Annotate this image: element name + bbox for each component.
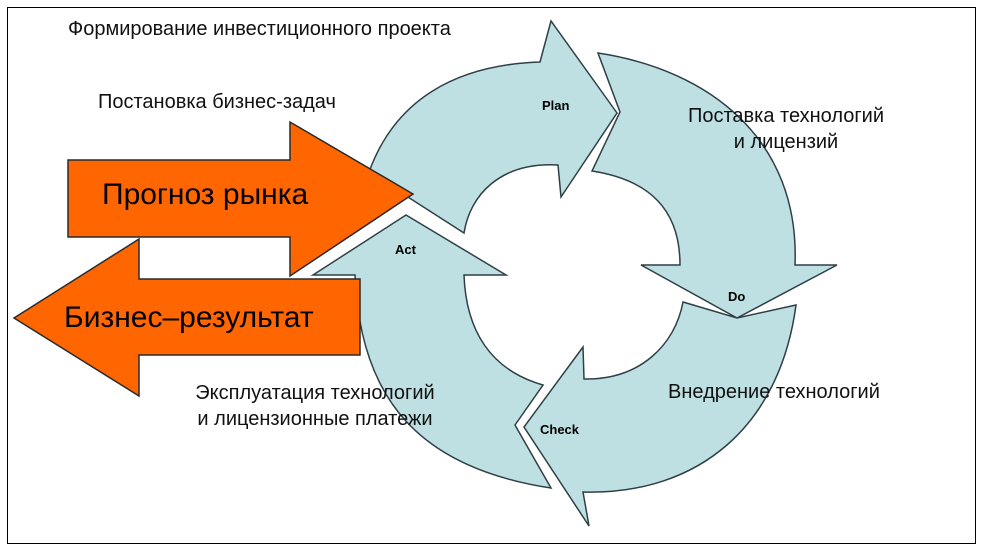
setting-label: Постановка бизнес-задач xyxy=(98,91,336,113)
exploitation-line-2: и лицензионные платежи xyxy=(197,408,433,430)
supply-label: Поставка технологий и лицензий xyxy=(660,103,912,155)
check-label: Check xyxy=(540,422,580,437)
implementation-label: Внедрение технологий xyxy=(668,381,880,403)
exploitation-line-1: Эксплуатация технологий xyxy=(195,382,435,404)
act-arrow xyxy=(310,214,553,489)
check-arrow xyxy=(523,301,797,527)
do-arrow xyxy=(590,52,838,319)
result-arrow xyxy=(12,237,361,398)
exploitation-label: Эксплуатация технологий и лицензионные п… xyxy=(150,380,480,432)
plan-label: Plan xyxy=(542,98,570,113)
result-label: Бизнес–результат xyxy=(64,301,314,334)
supply-line-2: и лицензий xyxy=(733,131,839,153)
forecast-arrow xyxy=(67,120,415,278)
act-label: Act xyxy=(395,242,416,257)
supply-line-1: Поставка технологий xyxy=(687,105,885,127)
formation-label: Формирование инвестиционного проекта xyxy=(68,18,451,40)
do-label: Do xyxy=(728,289,746,304)
forecast-label: Прогноз рынка xyxy=(102,178,309,211)
plan-arrow xyxy=(368,19,618,235)
